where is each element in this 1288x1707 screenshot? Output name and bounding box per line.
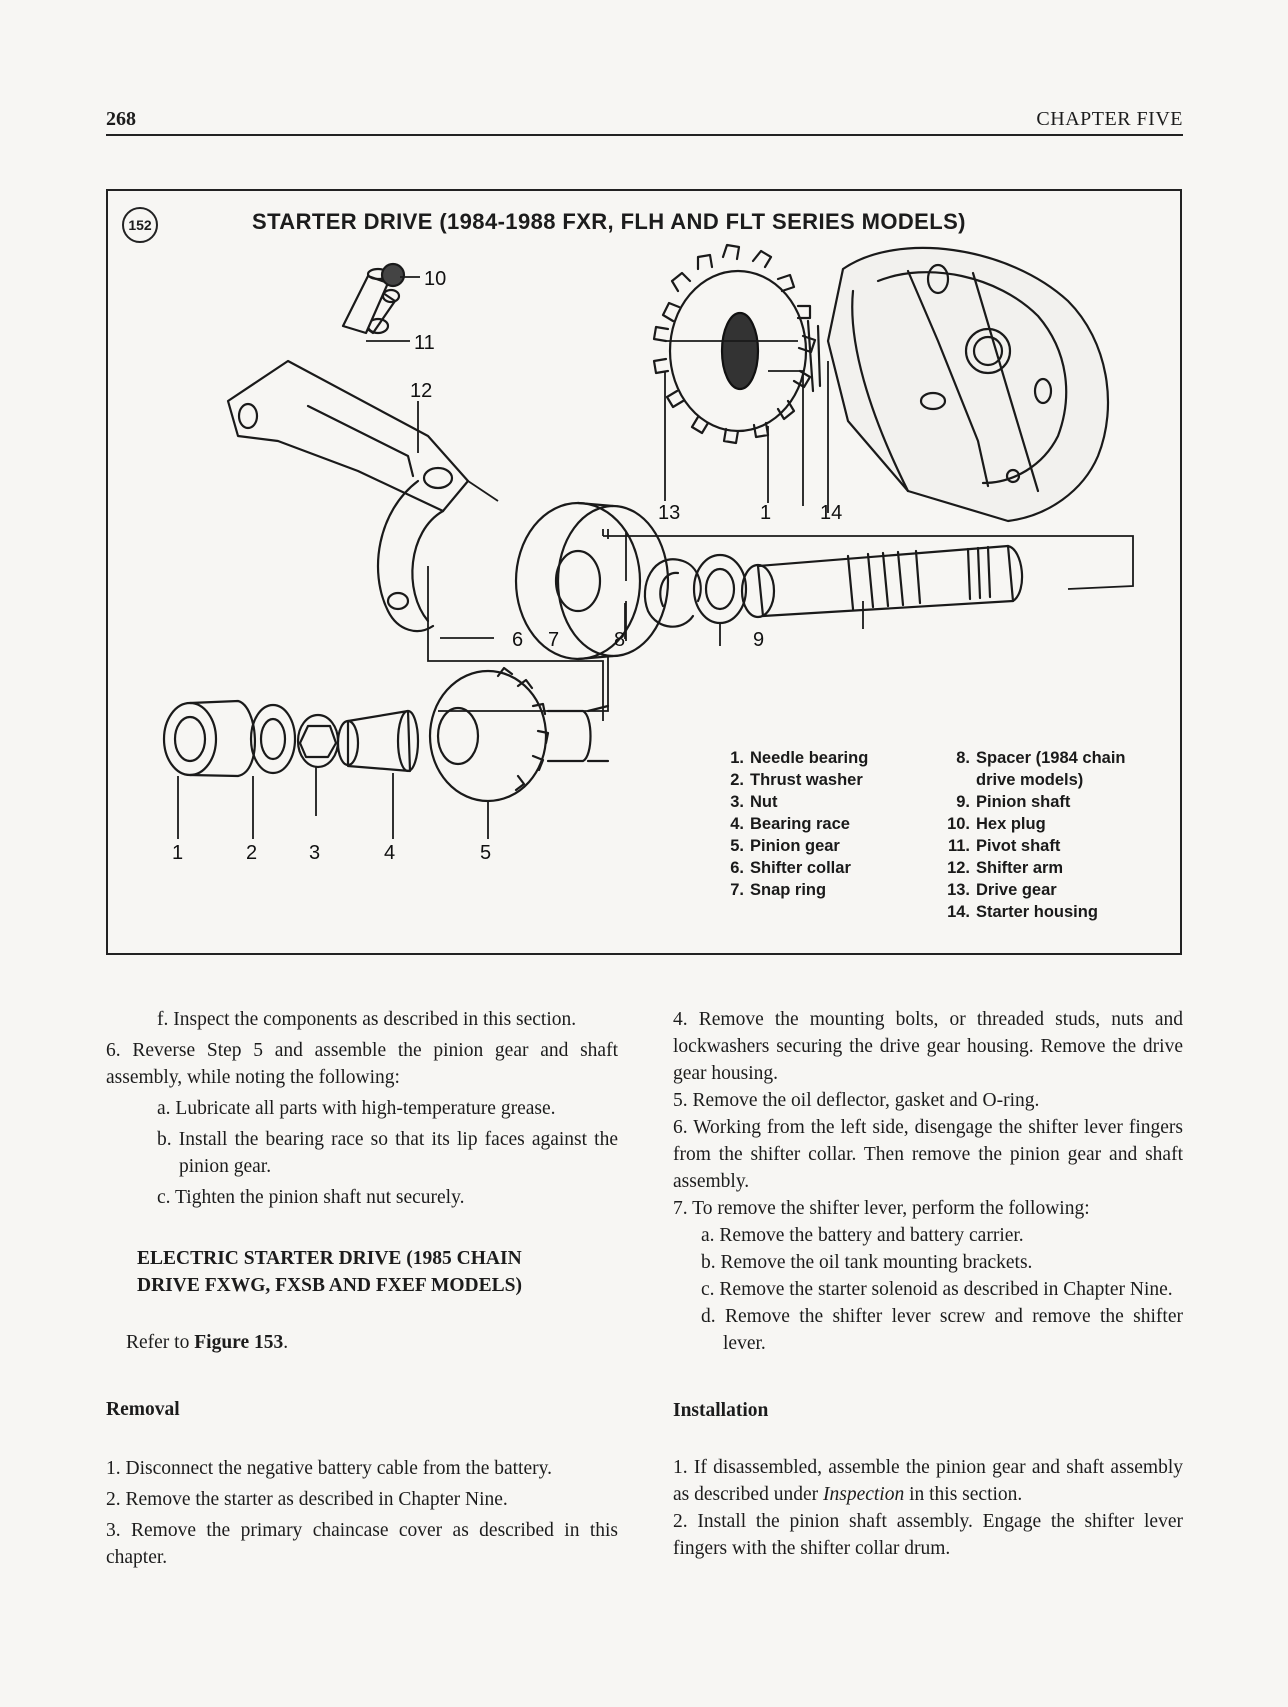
header-rule [106, 134, 1183, 136]
starter-housing-drawing [826, 246, 1110, 523]
installation-heading: Installation [673, 1400, 769, 1421]
shifter-arm-drawing [226, 262, 470, 633]
drive-gear-drawing [652, 243, 822, 445]
legend-item: 2.Thrust washer [730, 771, 863, 789]
legend-item: 3.Nut [730, 793, 778, 811]
section-heading: ELECTRIC STARTER DRIVE (1985 CHAIN DRIVE… [137, 1248, 522, 1296]
legend-item: 9.Pinion shaft [956, 793, 1071, 811]
figure-title: STARTER DRIVE (1984-1988 FXR, FLH AND FL… [252, 209, 966, 234]
callout-9: 9 [753, 629, 764, 651]
figure-number: 152 [122, 207, 158, 243]
step-f: f. Inspect the components as described i… [157, 1009, 577, 1030]
page-number: 268 [106, 108, 136, 130]
legend-item: 12.Shifter arm [947, 859, 1064, 877]
removal-step-1: 1. Disconnect the negative battery cable… [106, 1458, 552, 1479]
legend-left: 1.Needle bearing 2.Thrust washer 3.Nut 4… [708, 747, 930, 901]
refer-line: Refer to Figure 153. [126, 1332, 289, 1353]
callout-7: 7 [548, 629, 559, 651]
step-6a: a. Lubricate all parts with high-tempera… [157, 1098, 556, 1119]
step-5: 5. Remove the oil deflector, gasket and … [673, 1090, 1040, 1111]
step-6: 6. Working from the left side, disengage… [673, 1117, 1183, 1192]
legend-item: 5.Pinion gear [730, 837, 840, 855]
legend-item: 8.Spacer (1984 chain drive models) [956, 749, 1126, 789]
legend-item: 11.Pivot shaft [947, 837, 1061, 855]
callout-1: 1 [172, 842, 183, 864]
callout-11: 11 [414, 332, 435, 354]
callout-4: 4 [384, 842, 395, 864]
chapter-title: CHAPTER FIVE [1036, 108, 1183, 130]
lower-parts-drawing [162, 666, 610, 803]
legend-right: 8.Spacer (1984 chain drive models) 9.Pin… [928, 747, 1156, 923]
callout-5: 5 [480, 842, 491, 864]
pinion-shaft-drawing [740, 544, 1024, 619]
callout-13: 13 [658, 502, 680, 524]
callout-1-upper: 1 [760, 502, 771, 524]
step-7d: d. Remove the shifter lever screw and re… [701, 1306, 1183, 1354]
shifter-collar-drawing [514, 501, 670, 661]
legend-item: 13.Drive gear [947, 881, 1057, 899]
callout-10: 10 [424, 268, 446, 290]
callout-2: 2 [246, 842, 257, 864]
left-column: f. Inspect the components as described i… [106, 1006, 618, 1571]
step-6c: c. Tighten the pinion shaft nut securely… [157, 1187, 465, 1208]
right-column: 4. Remove the mounting bolts, or threade… [673, 1006, 1183, 1562]
legend-item: 10.Hex plug [947, 815, 1046, 833]
callout-3: 3 [309, 842, 320, 864]
install-step-1: 1. If disassembled, assemble the pinion … [673, 1457, 1183, 1505]
install-step-2: 2. Install the pinion shaft assembly. En… [673, 1511, 1183, 1559]
callout-14: 14 [820, 502, 842, 524]
step-6b: b. Install the bearing race so that its … [157, 1129, 618, 1177]
legend-item: 1.Needle bearing [730, 749, 869, 767]
step-6: 6. Reverse Step 5 and assemble the pinio… [106, 1040, 618, 1088]
legend-item: 14.Starter housing [947, 903, 1098, 921]
removal-heading: Removal [106, 1399, 180, 1420]
page-header: 268 CHAPTER FIVE [106, 108, 1183, 138]
figure-reference[interactable]: Figure 153 [194, 1332, 284, 1353]
step-4: 4. Remove the mounting bolts, or threade… [673, 1009, 1183, 1084]
step-7c: c. Remove the starter solenoid as descri… [701, 1279, 1173, 1300]
callout-8: 8 [614, 629, 625, 651]
step-7a: a. Remove the battery and battery carrie… [701, 1225, 1024, 1246]
removal-step-2: 2. Remove the starter as described in Ch… [106, 1489, 508, 1510]
legend-item: 7.Snap ring [730, 881, 827, 899]
step-7: 7. To remove the shifter lever, perform … [673, 1198, 1090, 1219]
figure-box: 10 11 12 13 1 14 6 7 8 9 1 2 3 4 5 152 S… [106, 189, 1182, 955]
step-7b: b. Remove the oil tank mounting brackets… [701, 1252, 1033, 1273]
callout-6: 6 [512, 629, 523, 651]
removal-step-3: 3. Remove the primary chaincase cover as… [106, 1520, 618, 1568]
exploded-diagram: 10 11 12 13 1 14 6 7 8 9 1 2 3 4 5 [162, 243, 1134, 864]
legend-item: 6.Shifter collar [730, 859, 851, 877]
callout-12: 12 [410, 380, 432, 402]
legend-item: 4.Bearing race [730, 815, 850, 833]
snap-ring-drawing [643, 558, 702, 628]
